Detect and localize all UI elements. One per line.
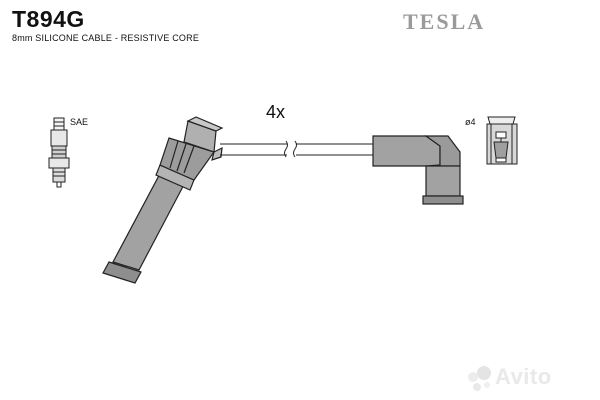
part-number: T894G [12,6,85,32]
spark-plug-label: SAE [70,117,89,127]
plug-boot-straight [102,116,224,284]
quantity-label: 4x [266,102,286,122]
watermark-text: Avito [495,364,552,389]
terminal-diameter-label: ø4 [465,117,476,127]
coil-boot-angled [372,135,464,205]
product-description: 8mm SILICONE CABLE - RESISTIVE CORE [12,33,200,43]
brand-logo: TESLA [403,9,486,34]
watermark-logo-icon [468,366,491,391]
spark-plug-icon [48,117,70,188]
terminal-connector-icon [486,116,518,165]
cable [220,140,373,158]
